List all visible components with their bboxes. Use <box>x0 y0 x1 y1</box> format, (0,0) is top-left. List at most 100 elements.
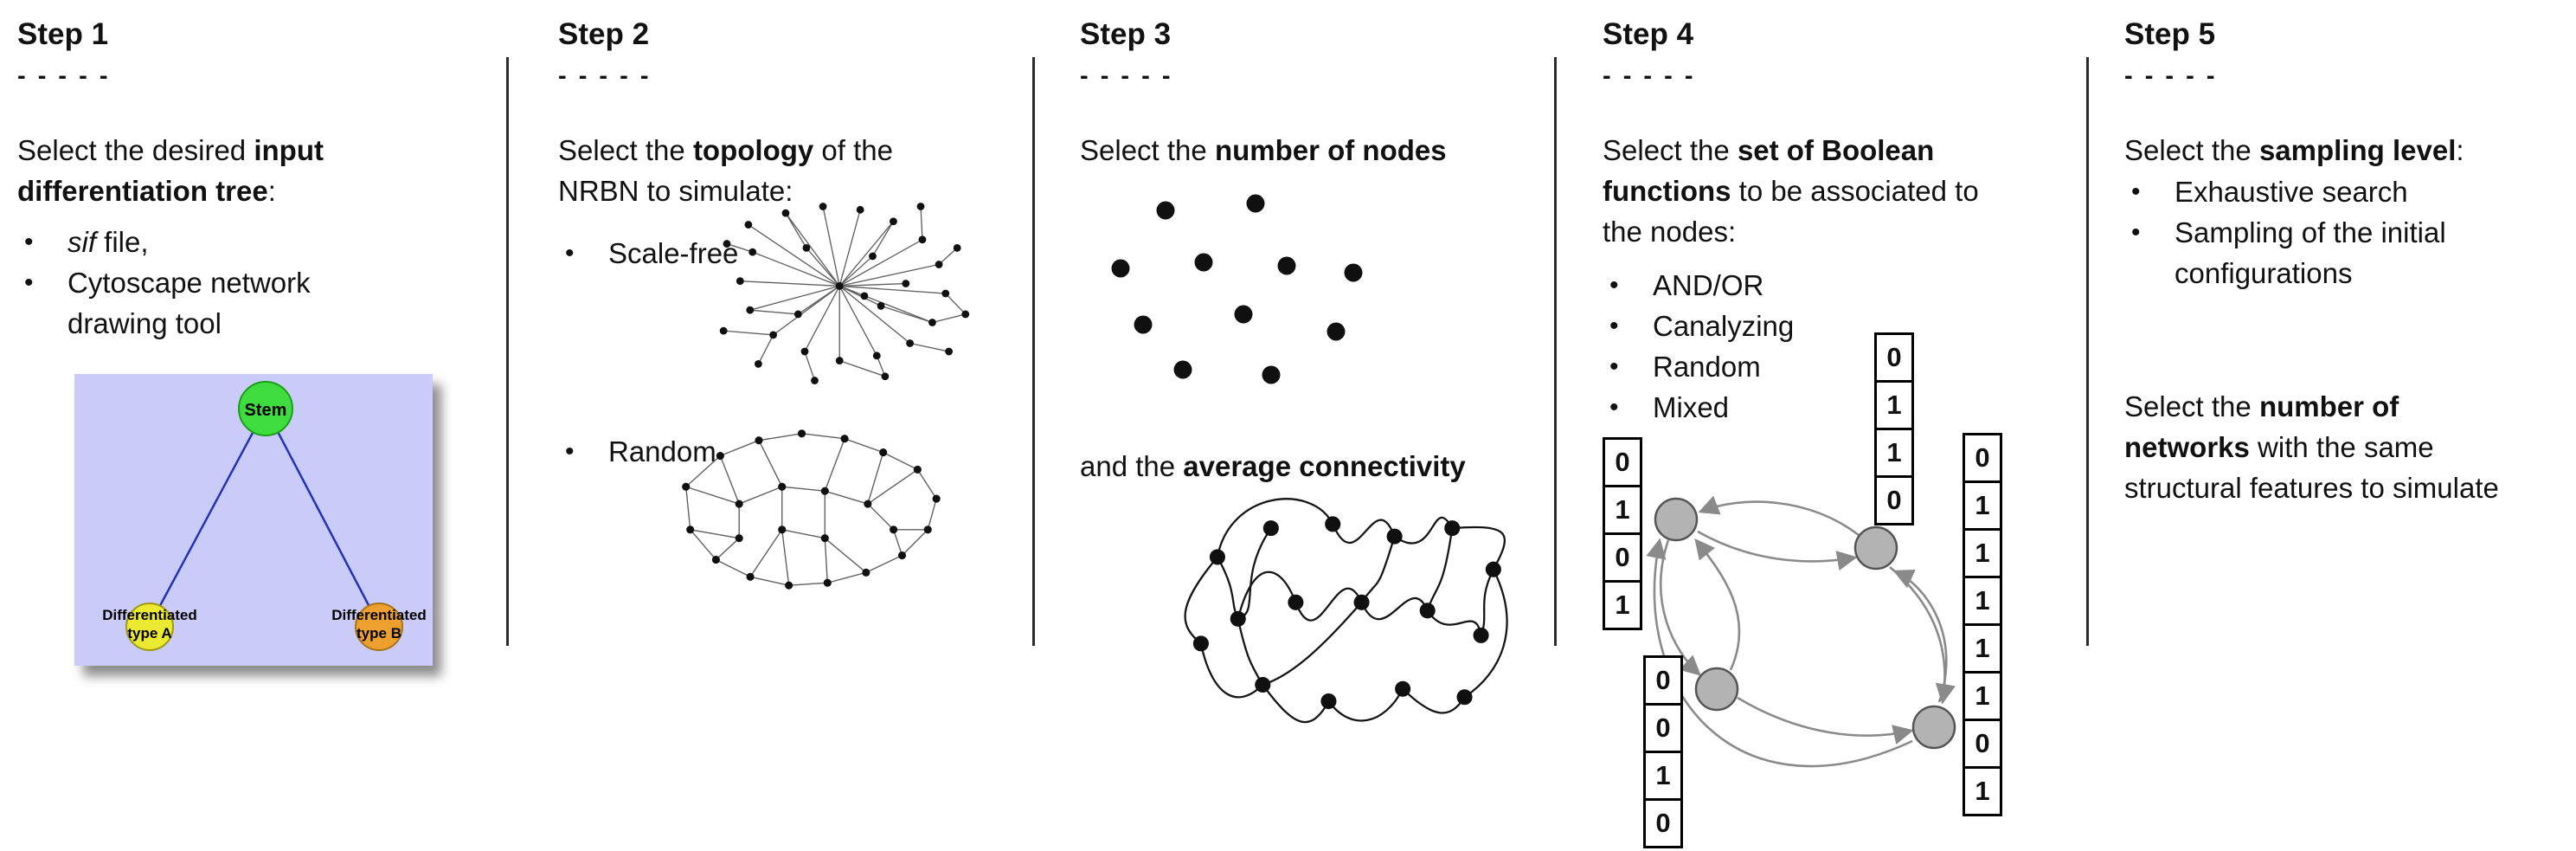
step-1-title: Step 1 <box>17 17 109 51</box>
bullet-dot: • <box>565 437 575 466</box>
bullet-dot: • <box>2131 218 2141 247</box>
intro-text: with the same <box>2249 431 2434 463</box>
bullet-dot: • <box>565 239 575 268</box>
differentiated-b-label-1: Differentiated <box>331 607 427 623</box>
bullet-dot: • <box>1609 393 1619 422</box>
intro-text-bold: set of Boolean <box>1737 134 1935 166</box>
intro-text-bold: functions <box>1603 175 1731 207</box>
bullet-text: Random <box>1653 351 1761 383</box>
intro-text-bold: differentiation tree <box>17 175 268 207</box>
intro-text: : <box>267 175 276 207</box>
truth-table-cell: 1 <box>1874 428 1914 478</box>
truth-table-cell: 0 <box>1963 719 2002 769</box>
list-item: • Exhaustive search <box>2124 171 2446 212</box>
list-item: • Random <box>1603 346 1794 387</box>
truth-table-cell: 0 <box>1603 532 1642 583</box>
truth-table-left: 0 1 0 1 <box>1603 437 1642 630</box>
bullet-text: Random <box>608 435 716 467</box>
truth-table-cell: 0 <box>1643 703 1683 753</box>
intro-text-bold: average connectivity <box>1183 450 1466 482</box>
intro-text: structural features to simulate <box>2124 472 2499 504</box>
stem-label: Stem <box>245 401 287 420</box>
bullet-dot: • <box>24 228 34 256</box>
intro-text: Select the <box>2124 390 2259 422</box>
step-1-dashes: - - - - - <box>17 62 111 90</box>
bullet-dot: • <box>1609 352 1619 381</box>
step-5-intro: Select the sampling level: <box>2124 130 2464 171</box>
intro-text-bold: networks <box>2124 431 2250 463</box>
step-5-second-paragraph: Select the number of networks with the s… <box>2124 386 2499 508</box>
intro-text-bold: sampling level <box>2258 134 2457 166</box>
intro-text-bold: number of <box>2258 390 2399 422</box>
random-network-graphic <box>682 429 941 590</box>
nodes-dots-graphic <box>1111 194 1363 384</box>
sif-rest: file, <box>96 226 149 258</box>
truth-table-cell: 0 <box>1603 437 1642 487</box>
differentiated-a-node <box>125 603 174 651</box>
intro-text-bold: input <box>254 134 324 166</box>
differentiated-a-label-1: Differentiated <box>102 607 197 623</box>
intro-text-bold: number of nodes <box>1214 134 1447 166</box>
sif-word: sif <box>67 226 96 258</box>
step-4-intro: Select the set of Boolean functions to b… <box>1603 130 1979 252</box>
truth-table-cell: 1 <box>1963 671 2002 721</box>
differentiation-tree-panel: Stem Differentiated type A Differentiate… <box>74 374 433 666</box>
bullet-text: Sampling of the initial <box>2175 216 2446 248</box>
column-divider <box>506 57 509 646</box>
stem-node <box>238 381 293 436</box>
bullet-text: Scale-free <box>608 237 739 269</box>
bullet-text: Canalyzing <box>1653 310 1795 342</box>
bullet-dot: • <box>24 268 34 297</box>
boolean-node <box>1654 497 1699 542</box>
step-2-intro: Select the topology of the NRBN to simul… <box>558 130 893 211</box>
truth-table-cell: 1 <box>1874 380 1914 430</box>
boolean-node <box>1694 667 1739 712</box>
intro-text: : <box>2456 134 2464 166</box>
list-item: •Canalyzing <box>1603 306 1794 346</box>
truth-table-top: 0 1 1 0 <box>1874 332 1914 525</box>
boolean-node <box>1911 705 1956 750</box>
truth-table-cell: 1 <box>1963 528 2002 578</box>
scale-free-network-graphic <box>719 203 970 384</box>
truth-table-bottom: 0 0 1 0 <box>1643 655 1683 848</box>
network-edge <box>1646 538 1913 768</box>
step-2-title: Step 2 <box>558 17 650 51</box>
scale-free-bullet: • Scale-free <box>558 233 738 274</box>
differentiated-b-node <box>355 603 403 651</box>
step-5-dashes: - - - - - <box>2124 62 2218 90</box>
network-edge <box>1889 566 1956 705</box>
network-edge <box>1660 539 1701 676</box>
column-divider <box>1554 57 1557 646</box>
step-3-title: Step 3 <box>1080 17 1172 51</box>
intro-text: Select the desired <box>17 134 254 166</box>
bullet-dot: • <box>1609 271 1619 300</box>
truth-table-cell: 0 <box>1643 655 1683 706</box>
bullet-text: Exhaustive search <box>2175 176 2408 208</box>
list-item: • AND/OR <box>1603 265 1794 306</box>
differentiation-tree-svg: Stem Differentiated type A Differentiate… <box>102 381 427 651</box>
intro-text: Select the <box>1080 134 1215 166</box>
step-4-dashes: - - - - - <box>1603 62 1696 90</box>
list-item: • Cytoscape network drawing tool <box>17 262 311 344</box>
step-4-title: Step 4 <box>1603 17 1694 51</box>
truth-table-cell: 1 <box>1963 576 2002 626</box>
truth-table-cell: 0 <box>1874 475 1914 525</box>
step-5-title: Step 5 <box>2124 17 2216 51</box>
tree-edge <box>148 408 267 626</box>
network-edge <box>1697 530 1858 571</box>
bullet-text: AND/OR <box>1653 269 1764 301</box>
truth-table-cell: 0 <box>1874 332 1914 383</box>
intro-text: NRBN to simulate: <box>558 175 793 207</box>
list-item: • Mixed <box>1603 387 1794 428</box>
intro-text: Select the <box>558 134 693 166</box>
step-3-line1: Select the number of nodes <box>1080 130 1447 171</box>
intro-text: Select the <box>1603 134 1738 166</box>
network-edge <box>1694 538 1741 671</box>
intro-text-bold: topology <box>692 134 814 166</box>
truth-table-cell: 0 <box>1963 433 2002 483</box>
bullet-text: Mixed <box>1653 391 1730 423</box>
intro-text: and the <box>1080 450 1184 482</box>
random-bullet: • Random <box>558 431 716 472</box>
list-item: • Sampling of the initial configurations <box>2124 212 2446 293</box>
